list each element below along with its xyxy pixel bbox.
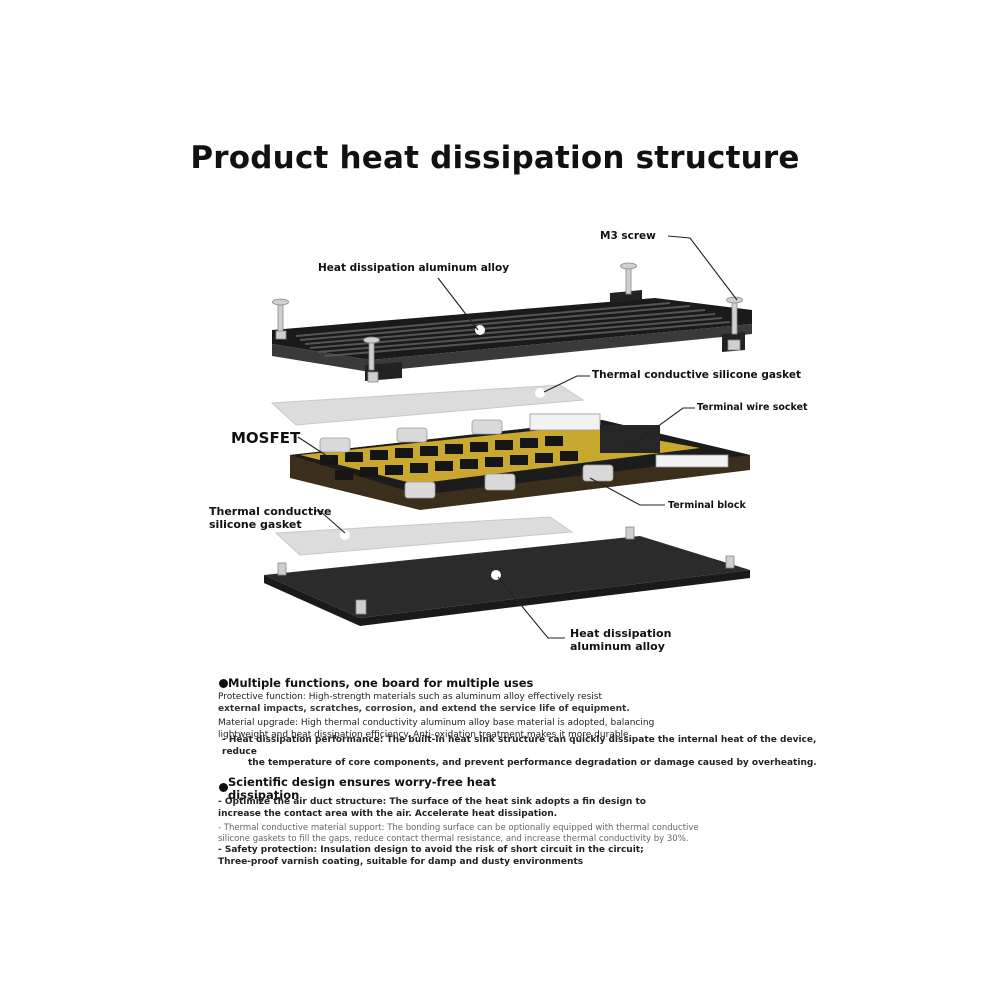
label-terminal-block: Terminal block xyxy=(668,500,746,511)
label-heat-bottom-line2: aluminum alloy xyxy=(570,640,665,653)
section-2-heading-a: Scientific design ensures worry-free hea… xyxy=(228,775,497,789)
label-heat-dissipation-bottom: Heat dissipation aluminum alloy xyxy=(570,627,671,653)
pcb-board xyxy=(290,413,750,510)
top-gasket xyxy=(270,384,585,426)
section-2-body: - Optimize the air duct structure: The s… xyxy=(218,797,818,868)
label-heat-dissipation-top: Heat dissipation aluminum alloy xyxy=(318,262,510,274)
bullet-icon xyxy=(219,783,228,792)
s2-p3b: Three-proof varnish coating, suitable fo… xyxy=(218,856,584,867)
s2-p2b: silicone gaskets to fill the gaps, reduc… xyxy=(218,834,689,844)
label-gasket-top: Thermal conductive silicone gasket xyxy=(592,369,802,381)
top-heatsink xyxy=(272,262,752,383)
section-1-perf: - Heat dissipation performance: The buil… xyxy=(222,735,822,770)
label-mosfet: MOSFET xyxy=(231,429,301,447)
section-2: Scientific design ensures worry-free hea… xyxy=(228,776,828,802)
section-1-body: Protective function: High-strength mater… xyxy=(218,692,818,741)
s1-p1b: external impacts, scratches, corrosion, … xyxy=(218,703,630,714)
label-gasket-bottom-line1: Thermal conductive xyxy=(209,505,332,518)
s1-p2b: lightweight and heat dissipation efficie… xyxy=(218,729,629,740)
section-1-heading: Multiple functions, one board for multip… xyxy=(228,676,534,690)
label-gasket-bottom-line2: silicone gasket xyxy=(209,518,302,531)
label-heat-bottom-line1: Heat dissipation xyxy=(570,627,672,640)
s1-p3b: the temperature of core components, and … xyxy=(248,758,817,768)
s2-p2a: - Thermal conductive material support: T… xyxy=(218,823,699,833)
bullet-icon xyxy=(219,679,228,688)
label-gasket-bottom: Thermal conductive silicone gasket xyxy=(209,505,332,531)
s2-p3a: - Safety protection: Insulation design t… xyxy=(218,845,644,855)
section-1: Multiple functions, one board for multip… xyxy=(228,676,828,690)
label-m3-screw: M3 screw xyxy=(600,230,656,242)
s1-p3a: - Heat dissipation performance: The buil… xyxy=(222,735,817,757)
bottom-gasket xyxy=(274,516,574,556)
label-terminal-wire-socket: Terminal wire socket xyxy=(697,402,808,413)
s2-p1a: - Optimize the air duct structure: The s… xyxy=(218,797,646,807)
s2-p1b: increase the contact area with the air. … xyxy=(218,808,558,819)
s1-p2a: Material upgrade: High thermal conductiv… xyxy=(218,718,655,728)
page-title: Product heat dissipation structure xyxy=(190,140,800,176)
section-2-heading-b: dissipation xyxy=(228,788,300,802)
s1-p1a: Protective function: High-strength mater… xyxy=(218,692,602,702)
